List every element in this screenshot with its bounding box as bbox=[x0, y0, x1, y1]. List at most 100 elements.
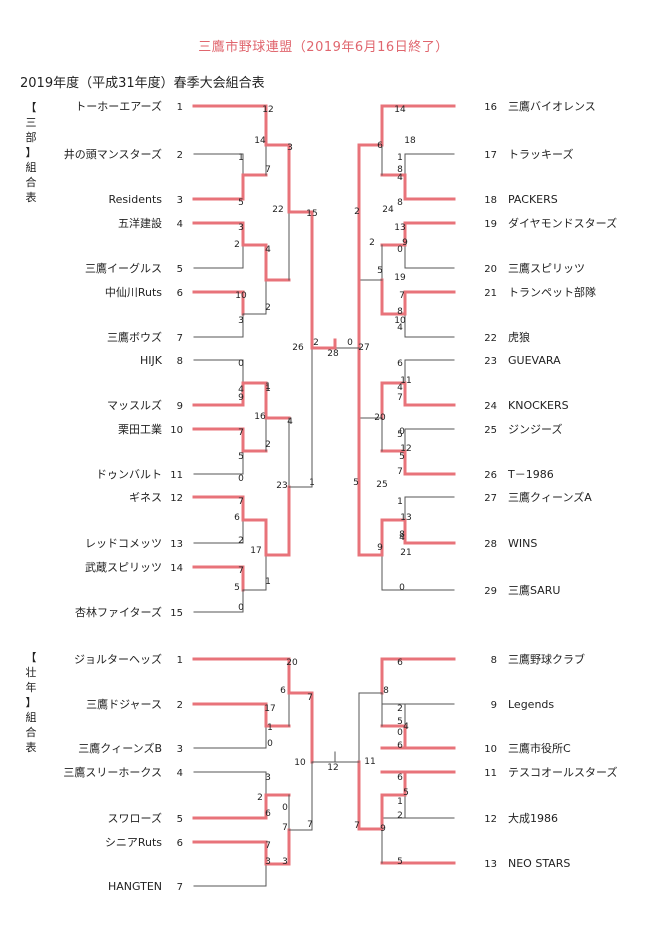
team-name: Legends bbox=[508, 698, 554, 711]
match-score: 5 bbox=[238, 198, 244, 208]
team-seed: 12 bbox=[170, 493, 183, 504]
match-score: 6 bbox=[397, 359, 403, 369]
team-name: スワローズ bbox=[108, 811, 162, 825]
match-score: 7 bbox=[354, 821, 360, 831]
match-score: 3 bbox=[238, 316, 244, 326]
team-name: Residents bbox=[109, 193, 163, 206]
match-score: 0 bbox=[238, 359, 244, 369]
team-seed: 12 bbox=[484, 814, 497, 825]
match-score: 15 bbox=[306, 209, 317, 219]
team-name: 栗田工業 bbox=[118, 423, 162, 436]
match-score: 10 bbox=[294, 758, 306, 768]
match-score: 4 bbox=[265, 245, 271, 255]
match-score: 9 bbox=[238, 393, 244, 403]
team-name: 三鷹ボウズ bbox=[107, 330, 162, 344]
team-name: 五洋建設 bbox=[118, 216, 162, 230]
team-name: 虎狼 bbox=[508, 330, 530, 344]
match-score: 4 bbox=[397, 383, 403, 393]
team-seed: 11 bbox=[484, 768, 497, 779]
match-score: 1 bbox=[265, 382, 271, 392]
match-score: 2 bbox=[265, 440, 271, 450]
team-name: ドゥンバルト bbox=[96, 468, 162, 481]
match-score: 23 bbox=[276, 481, 287, 491]
match-score: 6 bbox=[397, 773, 403, 783]
match-score: 22 bbox=[272, 205, 283, 215]
match-score: 7 bbox=[265, 841, 271, 851]
match-score: 2 bbox=[234, 240, 240, 250]
match-score: 24 bbox=[382, 205, 394, 215]
team-seed: 4 bbox=[177, 768, 183, 779]
match-score: 2 bbox=[238, 536, 244, 546]
bracket-subtitle: 2019年度（平成31年度）春季大会組合表 bbox=[20, 76, 265, 91]
match-score: 6 bbox=[265, 809, 271, 819]
match-score: 5 bbox=[377, 266, 383, 276]
team-seed: 8 bbox=[177, 356, 183, 367]
match-score: 2 bbox=[313, 338, 319, 348]
match-score: 1 bbox=[309, 478, 315, 488]
match-score: 1 bbox=[238, 153, 244, 163]
match-score: 5 bbox=[397, 717, 403, 727]
match-score: 0 bbox=[399, 583, 405, 593]
team-seed: 1 bbox=[177, 655, 183, 666]
team-seed: 1 bbox=[177, 102, 183, 113]
team-seed: 2 bbox=[177, 150, 183, 161]
match-score: 18 bbox=[404, 136, 416, 146]
match-score: 3 bbox=[282, 857, 288, 867]
team-name: レッドコメッツ bbox=[85, 537, 162, 550]
match-score: 1 bbox=[267, 723, 273, 733]
team-name: 井の頭マンスターズ bbox=[64, 147, 162, 161]
match-score: 6 bbox=[397, 658, 403, 668]
team-seed: 13 bbox=[484, 859, 497, 870]
team-name: 大成1986 bbox=[508, 811, 558, 825]
match-score: 8 bbox=[383, 686, 389, 696]
match-score: 20 bbox=[374, 413, 386, 423]
match-score: 6 bbox=[234, 513, 240, 523]
match-score: 6 bbox=[397, 741, 403, 751]
team-name: T－1986 bbox=[507, 468, 554, 481]
match-score: 5 bbox=[403, 788, 409, 798]
section-label-sonen: 【壮年】組合表 bbox=[25, 651, 37, 754]
match-score: 27 bbox=[358, 343, 369, 353]
team-seed: 20 bbox=[484, 264, 497, 275]
match-score: 11 bbox=[400, 376, 411, 386]
match-score: 4 bbox=[397, 323, 403, 333]
team-name: 三鷹野球クラブ bbox=[508, 652, 585, 666]
team-seed: 16 bbox=[484, 102, 497, 113]
team-seed: 29 bbox=[484, 586, 497, 597]
match-score: 1 bbox=[397, 797, 403, 807]
match-score: 8 bbox=[399, 530, 405, 540]
match-score: 3 bbox=[265, 773, 271, 783]
match-score: 12 bbox=[400, 444, 411, 454]
match-score: 9 bbox=[402, 238, 408, 248]
match-score: 7 bbox=[265, 165, 271, 175]
team-seed: 22 bbox=[484, 333, 497, 344]
match-score: 14 bbox=[394, 105, 406, 115]
team-name: GUEVARA bbox=[508, 354, 561, 367]
match-score: 11 bbox=[364, 757, 375, 767]
match-score: 7 bbox=[238, 497, 244, 507]
match-score: 5 bbox=[353, 478, 359, 488]
match-score: 7 bbox=[238, 566, 244, 576]
match-score: 4 bbox=[238, 385, 244, 395]
team-name: 三鷹クィーンズB bbox=[78, 741, 162, 755]
team-seed: 6 bbox=[177, 838, 183, 849]
match-score: 1 bbox=[265, 577, 271, 587]
match-score: 25 bbox=[376, 480, 387, 490]
match-score: 10 bbox=[394, 316, 406, 326]
team-seed: 24 bbox=[484, 401, 497, 412]
match-score: 8 bbox=[397, 165, 403, 175]
match-score: 0 bbox=[397, 245, 403, 255]
match-score: 4 bbox=[287, 417, 293, 427]
match-score: 7 bbox=[397, 393, 403, 403]
team-name: ダイヤモンドスターズ bbox=[508, 216, 617, 230]
team-name: WINS bbox=[508, 537, 537, 550]
match-score: 6 bbox=[280, 686, 286, 696]
match-score: 2 bbox=[354, 207, 360, 217]
match-score: 0 bbox=[238, 603, 244, 613]
match-score: 9 bbox=[377, 543, 383, 553]
team-name: テスコオールスターズ bbox=[508, 765, 617, 779]
match-score: 5 bbox=[397, 857, 403, 867]
team-seed: 4 bbox=[177, 219, 183, 230]
match-score: 14 bbox=[254, 136, 266, 146]
